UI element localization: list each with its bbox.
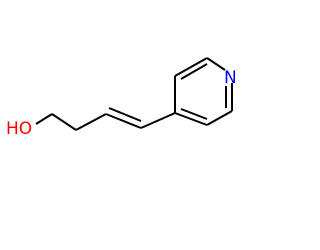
structure-drawing: HO N: [6, 57, 237, 139]
bond-c2-c3: [75, 113, 107, 131]
ring-bond-c5-c4-double: [180, 108, 208, 120]
bond-c3-c4: [105, 113, 142, 129]
ring-bond-c3a-c2a: [174, 57, 208, 77]
ring-bond-c5-c4: [174, 112, 208, 126]
bond-c4-ring: [140, 112, 176, 129]
bond-c3-c4-double: [108, 107, 142, 122]
hydroxyl-label: HO: [6, 119, 32, 139]
ring-bond-c2a-n: [206, 57, 226, 71]
ring-bond-c3a-c2a-double: [180, 63, 208, 80]
ring-nitrogen-label: N: [224, 68, 237, 88]
ring-bond-c6-c5: [206, 110, 233, 126]
bond-o-c1: [35, 113, 53, 125]
structure-canvas: HO N: [6, 57, 237, 139]
bond-c1-c2: [51, 113, 77, 131]
